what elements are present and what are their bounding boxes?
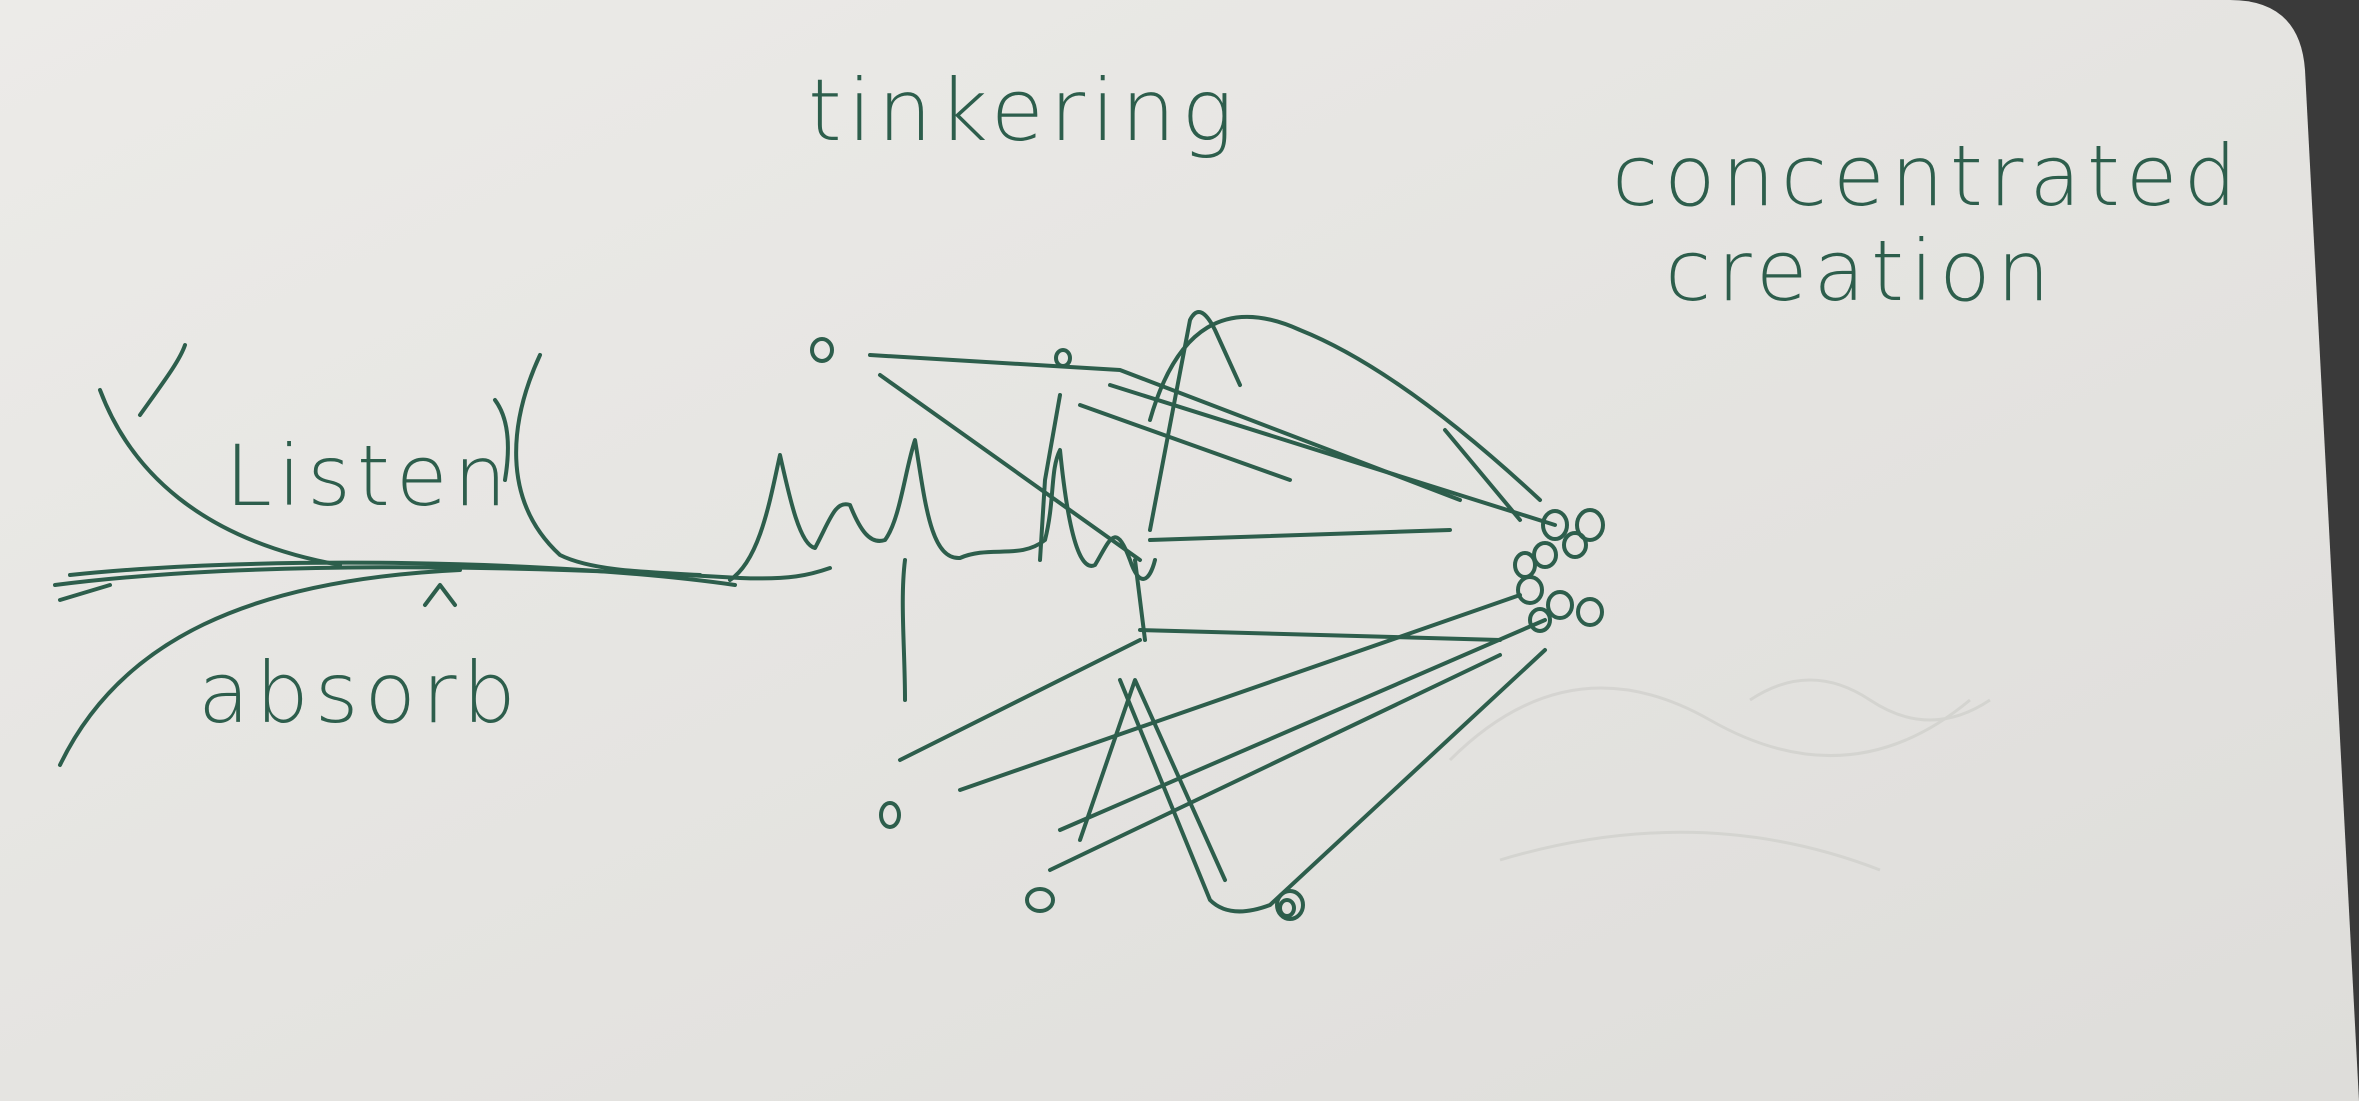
hub-line-12 [1048, 653, 1502, 872]
bleed-through-marks [1448, 678, 1991, 872]
cluster-circle-2 [1575, 508, 1605, 542]
hub-line-16 [1443, 428, 1522, 522]
cluster-circle-7 [1546, 590, 1574, 620]
left-tick [58, 583, 112, 602]
upper-left-branch [98, 388, 342, 567]
cluster-circle-9 [1528, 607, 1552, 633]
hub-line-10 [898, 638, 1142, 762]
upper-left-twig [138, 343, 187, 417]
cluster-circle-3 [1562, 531, 1588, 559]
upper-mid-branch [514, 353, 702, 577]
label-tinkering: tinkering [808, 61, 1239, 161]
cluster-circle-8 [1576, 597, 1604, 627]
hub-line-6 [1148, 310, 1242, 532]
node-circle-left [879, 801, 901, 829]
hub-line-2 [878, 373, 1142, 562]
node-circle-top-left [810, 337, 834, 363]
cluster-circle-4 [1532, 541, 1558, 569]
label-creation: creation [1665, 222, 2056, 320]
hub-line-5 [1078, 403, 1292, 482]
hub-line-4 [1108, 383, 1557, 527]
hub-arc [1148, 314, 1542, 502]
lower-branch [58, 568, 462, 767]
node-circle-bottom [1025, 887, 1055, 913]
label-listen: Listen [225, 427, 513, 525]
hub-line-14 [1078, 678, 1227, 882]
label-absorb: absorb [198, 644, 522, 742]
node-circle-bottom-right [1275, 889, 1305, 921]
main-stem-2 [68, 560, 737, 587]
upper-mid-twig [493, 398, 510, 482]
tinkering-drop [900, 558, 907, 702]
nodes [810, 337, 1605, 921]
hub-line-1 [868, 353, 1462, 502]
node-circle-top-mid [1054, 348, 1072, 368]
absorb-twig [423, 583, 457, 607]
hub-line-15 [1118, 648, 1547, 914]
hub-line-7 [1148, 528, 1452, 542]
cluster-circle-1 [1541, 509, 1569, 541]
hub-line-3 [1038, 393, 1062, 562]
hub-line-13 [1058, 618, 1547, 832]
hub-line-11 [958, 593, 1522, 792]
tinkering-squiggle [728, 438, 1157, 582]
hub-line-9 [1138, 628, 1502, 642]
hub-line-8 [1133, 558, 1147, 642]
label-concentrated: concentrated [1612, 127, 2243, 225]
node-circle-bottom-right-inner [1278, 898, 1296, 918]
ink-drawing [53, 310, 1557, 914]
cluster-circle-6 [1516, 575, 1544, 605]
